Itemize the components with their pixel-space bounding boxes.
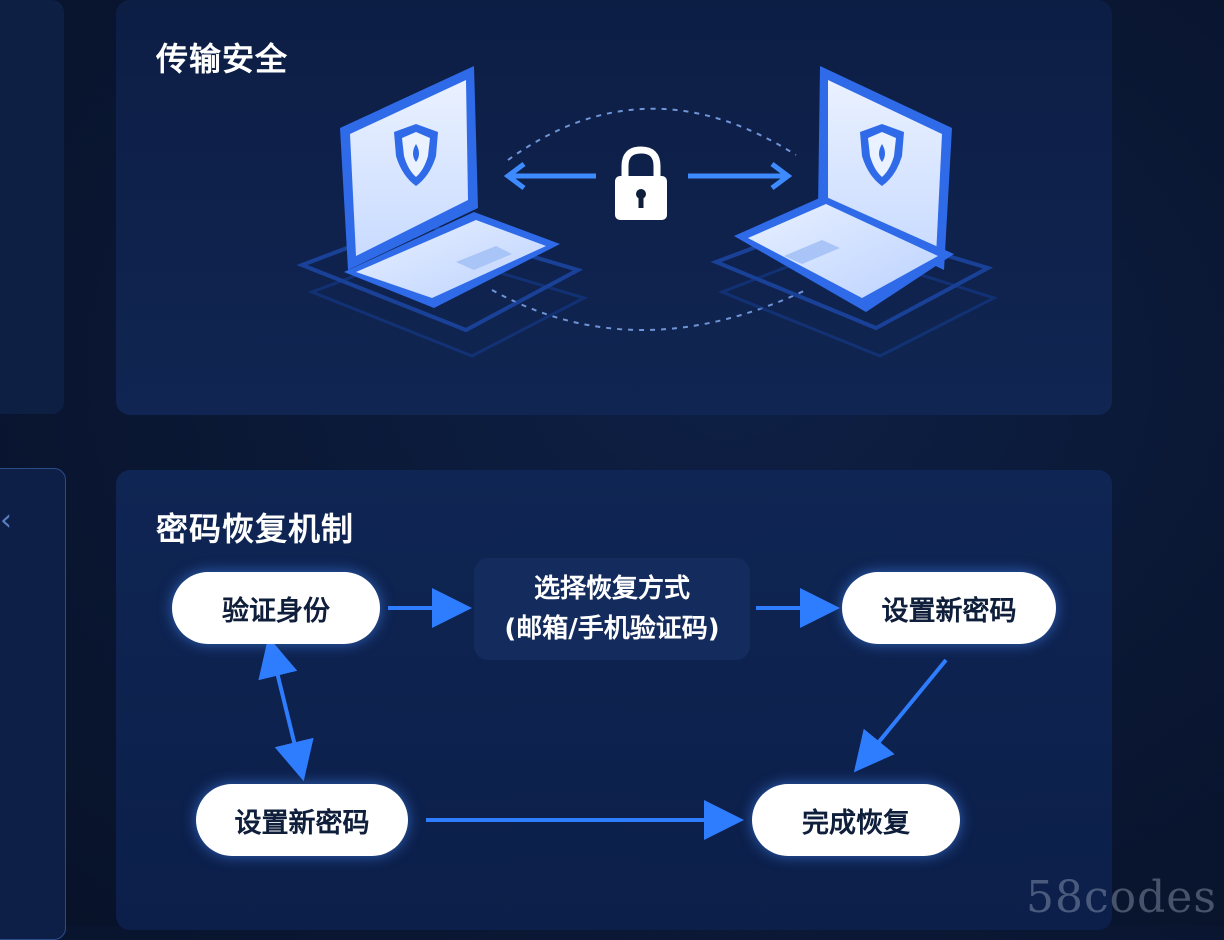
step-choose-method: 选择恢复方式 (邮箱/手机验证码): [474, 558, 750, 660]
left-side-panel-bottom: [0, 468, 66, 940]
step-recovery-complete: 完成恢复: [752, 784, 960, 856]
step-verify-identity: 验证身份: [172, 572, 380, 644]
password-recovery-title: 密码恢复机制: [156, 510, 355, 548]
step-set-password-top: 设置新密码: [842, 572, 1056, 644]
transport-security-title: 传输安全: [156, 40, 289, 78]
step-set-password-bottom: 设置新密码: [196, 784, 408, 856]
left-side-panel-top: [0, 0, 64, 414]
step-choose-method-line1: 选择恢复方式: [533, 574, 690, 604]
shield-icon: [394, 124, 438, 186]
watermark: 58codes: [1026, 872, 1217, 923]
left-laptop: [296, 66, 588, 358]
right-laptop: [710, 66, 998, 358]
step-choose-method-line2: (邮箱/手机验证码): [504, 614, 720, 644]
transfer-arrows: [503, 162, 793, 190]
transport-illustration: [296, 66, 998, 358]
lock-icon: [615, 146, 667, 220]
shield-icon: [860, 124, 904, 186]
chevron-left-icon[interactable]: ‹: [0, 503, 12, 538]
